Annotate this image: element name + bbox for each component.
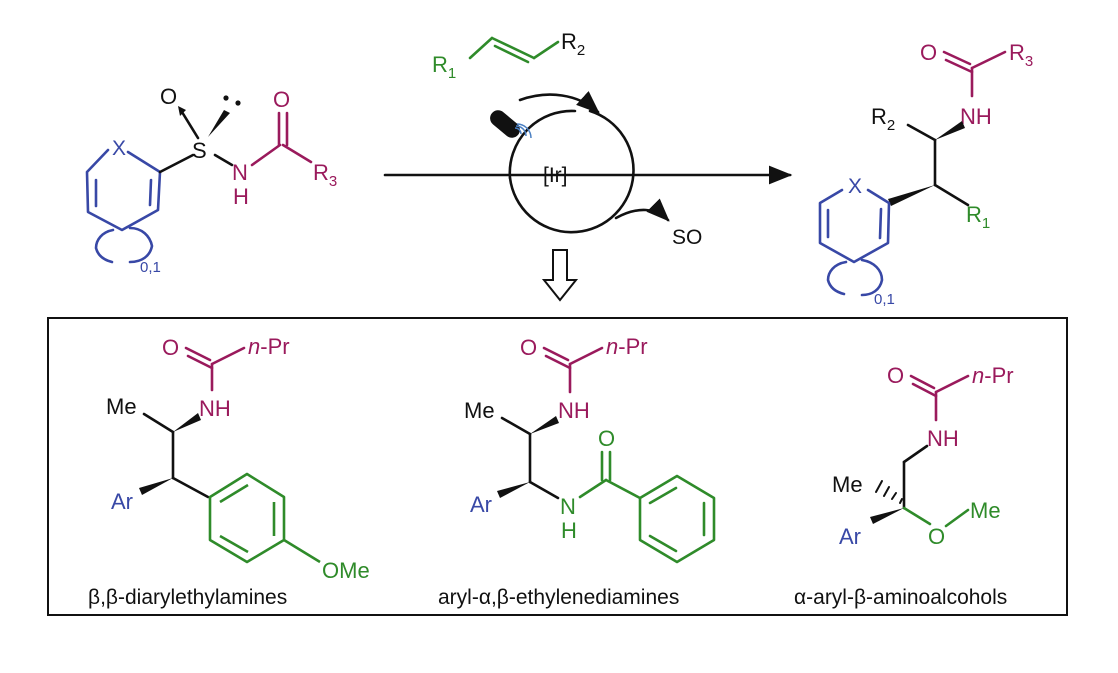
example-2-amide-h: H [561, 518, 577, 543]
wedge-bond [497, 482, 530, 498]
alkene-r1-label: R1 [432, 52, 456, 82]
wedge-bond [888, 185, 935, 206]
example-1-anisyl-ring [208, 472, 321, 564]
reactant-r3-label: R3 [313, 160, 337, 190]
example-3-ether-methyl: Me [970, 498, 1001, 523]
example-3-caption: α-aryl-β-aminoalcohols [794, 586, 1007, 609]
sulfur-atom: S [192, 138, 207, 163]
example-aminoalcohol: O n-Pr NH Me Ar O Me α-aryl-β-aminoalcoh… [794, 363, 1014, 609]
example-1-aryl: Ar [111, 489, 133, 514]
product-r2-label: R2 [871, 104, 895, 134]
hollow-down-arrow [541, 249, 579, 302]
amide-hydrogen: H [233, 184, 249, 209]
example-1-nh: NH [199, 396, 231, 421]
sulfinamide-reactant: X 0,1 S O N H O R3 [85, 84, 337, 276]
product-carbonyl-oxygen: O [920, 40, 937, 65]
product-structure: O R3 NH R2 R1 X 0,1 [818, 40, 1033, 308]
wedge-bond [870, 508, 904, 524]
example-2-npr: n-Pr [606, 334, 648, 359]
example-2-aryl: Ar [470, 492, 492, 517]
example-3-methyl: Me [832, 472, 863, 497]
example-2-amide-n: N [560, 494, 576, 519]
example-2-benzoyl-ring [638, 474, 716, 564]
wedge-bond [139, 478, 173, 495]
example-3-aryl: Ar [839, 524, 861, 549]
example-3-oxygen: O [887, 363, 904, 388]
example-2-amide-oxygen: O [598, 426, 615, 451]
example-3-nh: NH [927, 426, 959, 451]
dative-arrowhead [178, 106, 186, 116]
reactant-ring-x: X [112, 137, 126, 160]
wedge-bond [173, 413, 201, 432]
product-ring-count: 0,1 [874, 291, 895, 308]
example-3-npr: n-Pr [972, 363, 1014, 388]
wedge-bond [208, 110, 230, 137]
catalyst-label: [Ir] [543, 164, 568, 187]
example-ethylenediamine: O n-Pr NH Me Ar N H O [438, 334, 716, 609]
alkene-r2-label: R2 [561, 29, 585, 59]
wedge-bond [935, 121, 965, 140]
catalytic-cycle: [Ir] SO [383, 90, 793, 302]
example-1-oxygen: O [162, 335, 179, 360]
example-diarylethylamine: O n-Pr NH Me Ar OMe β,β-diarylethylamine… [88, 334, 370, 609]
hashed-bond [875, 480, 903, 504]
example-2-methyl: Me [464, 398, 495, 423]
product-arene-ring [818, 188, 891, 297]
alkene-reagent: R1 R2 [432, 29, 585, 82]
product-ring-x: X [848, 175, 862, 198]
amide-nitrogen: N [232, 160, 248, 185]
example-2-nh: NH [558, 398, 590, 423]
wedge-bond [530, 416, 559, 434]
example-1-methoxy: OMe [322, 558, 370, 583]
example-2-caption: aryl-α,β-ethylenediamines [438, 586, 679, 609]
reactant-carbonyl-oxygen: O [273, 87, 290, 112]
example-1-caption: β,β-diarylethylamines [88, 586, 287, 609]
product-r3-label: R3 [1009, 40, 1033, 70]
example-2-oxygen: O [520, 335, 537, 360]
lamp-icon [490, 110, 532, 139]
example-3-ether-oxygen: O [928, 524, 945, 549]
example-1-methyl: Me [106, 394, 137, 419]
product-r1-label: R1 [966, 202, 990, 232]
lone-pair-dot [235, 100, 241, 106]
examples-box [47, 317, 1068, 616]
reactant-arene-ring [85, 148, 162, 264]
product-nh: NH [960, 104, 992, 129]
lone-pair-dot [223, 95, 229, 101]
so-byproduct: SO [672, 226, 702, 249]
sulfinyl-oxygen: O [160, 84, 177, 109]
example-1-npr: n-Pr [248, 334, 290, 359]
reactant-ring-count: 0,1 [140, 259, 161, 276]
